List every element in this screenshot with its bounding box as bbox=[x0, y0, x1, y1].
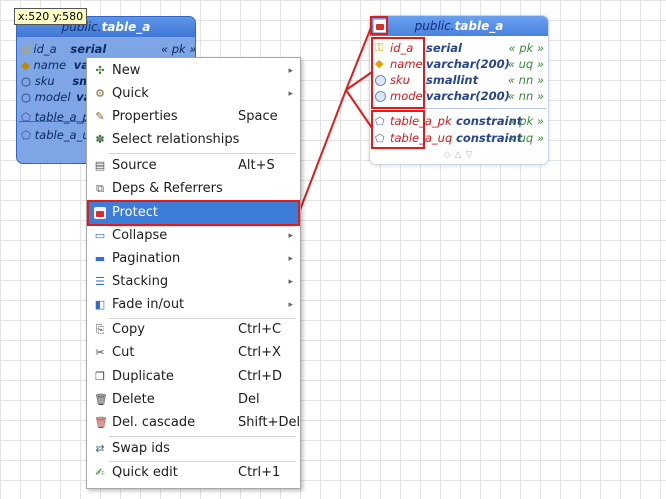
constraint-icon: ⬠ bbox=[375, 132, 385, 145]
key-icon: ⚿ bbox=[21, 42, 30, 56]
column-icon: ○ bbox=[21, 74, 32, 88]
fade-icon: ◧ bbox=[94, 298, 106, 311]
column-row[interactable]: ◆ name var bbox=[21, 57, 95, 73]
columns-highlight bbox=[371, 37, 425, 109]
lock-icon bbox=[94, 207, 106, 219]
column-type: smallint bbox=[426, 73, 479, 87]
constraint-kind: « pk » bbox=[508, 114, 544, 128]
constraint-icon: ⬠ bbox=[21, 128, 31, 142]
column-type: varchar(200) bbox=[426, 89, 510, 103]
column-constraint: « uq » bbox=[507, 57, 544, 71]
column-row[interactable]: ⚿ id_a serial « pk » bbox=[21, 41, 195, 57]
cut-icon: ✂ bbox=[95, 346, 105, 359]
menu-item-stacking[interactable]: ☰Stacking▸ bbox=[95, 274, 293, 289]
menu-item-select-relationships[interactable]: ✽Select relationships bbox=[95, 132, 240, 147]
menu-separator bbox=[109, 153, 296, 154]
constraint-icon: ⬠ bbox=[375, 115, 385, 128]
constraint-type: constraint bbox=[456, 131, 523, 145]
column-name: id_a bbox=[390, 41, 414, 55]
constraint-type: constraint bbox=[456, 114, 523, 128]
menu-separator bbox=[109, 318, 296, 319]
key-icon: ⚿ bbox=[375, 41, 384, 54]
constraint-icon: ⬠ bbox=[21, 110, 31, 124]
pagination-icon: ▬ bbox=[94, 252, 106, 265]
duplicate-icon: ❐ bbox=[95, 370, 105, 383]
source-icon: ▤ bbox=[94, 159, 106, 172]
quick-icon: ⚙ bbox=[95, 87, 105, 100]
constraint-name: table_a_u bbox=[34, 128, 90, 142]
swap-icon: ⇄ bbox=[95, 442, 105, 455]
menu-item-deps-referrers[interactable]: ⧉Deps & Referrers bbox=[89, 178, 298, 200]
column-name: model bbox=[390, 89, 426, 103]
unique-icon: ◆ bbox=[21, 58, 30, 72]
table-name: table_a bbox=[454, 19, 504, 33]
column-row[interactable]: ○ sku sm bbox=[21, 73, 91, 89]
column-icon: ○ bbox=[21, 90, 32, 104]
delete-cascade-icon: 🗑 bbox=[94, 416, 108, 429]
menu-item-fade[interactable]: ◧Fade in/out▸ bbox=[94, 297, 293, 312]
copy-icon: ⎘ bbox=[95, 323, 105, 336]
column-icon bbox=[375, 91, 386, 102]
callout-line bbox=[299, 89, 347, 211]
new-icon: ✣ bbox=[95, 64, 105, 77]
menu-item-collapse[interactable]: ▭Collapse▸ bbox=[94, 228, 293, 243]
menu-item-new[interactable]: ✣New▸ bbox=[95, 63, 293, 78]
properties-icon: ✎ bbox=[95, 110, 105, 123]
constraint-row[interactable]: ⬠ table_a_u bbox=[21, 127, 90, 143]
column-type: serial bbox=[426, 41, 462, 55]
stacking-icon: ☰ bbox=[95, 275, 105, 288]
column-type: varchar(200) bbox=[426, 57, 510, 71]
constraint-name: table_a_pk bbox=[390, 114, 452, 128]
quick-edit-icon: ✍ bbox=[95, 466, 105, 479]
column-name: name bbox=[33, 58, 67, 72]
menu-separator bbox=[109, 436, 296, 437]
column-constraint: « nn » bbox=[507, 73, 544, 87]
column-name: model bbox=[34, 90, 71, 104]
column-type: serial bbox=[70, 42, 107, 56]
menu-item-pagination[interactable]: ▬Pagination▸ bbox=[94, 251, 293, 266]
column-name: id_a bbox=[33, 42, 57, 56]
menu-item-quick[interactable]: ⚙Quick▸ bbox=[95, 86, 293, 101]
column-name: sku bbox=[390, 73, 410, 87]
constraint-name: table_a_uq bbox=[390, 131, 453, 145]
column-constraint: « pk » bbox=[161, 42, 196, 56]
menu-item-swap-ids[interactable]: ⇄Swap ids bbox=[95, 441, 170, 456]
collapse-icon: ▭ bbox=[94, 229, 106, 242]
coordinate-tooltip: x:520 y:580 bbox=[14, 8, 88, 25]
menu-item-protect[interactable]: Protect bbox=[87, 200, 300, 226]
menu-separator bbox=[109, 226, 296, 227]
deps-icon: ⧉ bbox=[96, 182, 104, 195]
menu-separator bbox=[109, 461, 296, 462]
column-constraint: « nn » bbox=[507, 89, 544, 103]
lock-highlight bbox=[370, 16, 388, 35]
column-name: sku bbox=[34, 74, 55, 88]
schema-label: public. bbox=[414, 19, 455, 33]
unique-icon: ◆ bbox=[375, 57, 384, 70]
delete-icon: 🗑 bbox=[94, 393, 108, 406]
pagination-controls[interactable]: ◇△▽ bbox=[443, 150, 477, 160]
table-divider bbox=[372, 108, 546, 109]
table-a-protected[interactable]: public.table_a ⚿ id_a serial « pk » ◆ na… bbox=[369, 15, 549, 165]
constraint-name: table_a_p bbox=[34, 110, 90, 124]
table-name: table_a bbox=[101, 20, 151, 34]
column-name: name bbox=[390, 57, 423, 71]
column-row[interactable]: ○ model va bbox=[21, 89, 91, 105]
constraints-highlight bbox=[371, 110, 425, 149]
constraint-row[interactable]: ⬠ table_a_p bbox=[21, 109, 90, 125]
relationships-icon: ✽ bbox=[95, 133, 105, 146]
column-constraint: « pk » bbox=[508, 41, 544, 55]
column-icon bbox=[375, 75, 386, 86]
constraint-kind: « uq » bbox=[507, 131, 544, 145]
table-header[interactable]: public.table_a bbox=[370, 16, 548, 36]
